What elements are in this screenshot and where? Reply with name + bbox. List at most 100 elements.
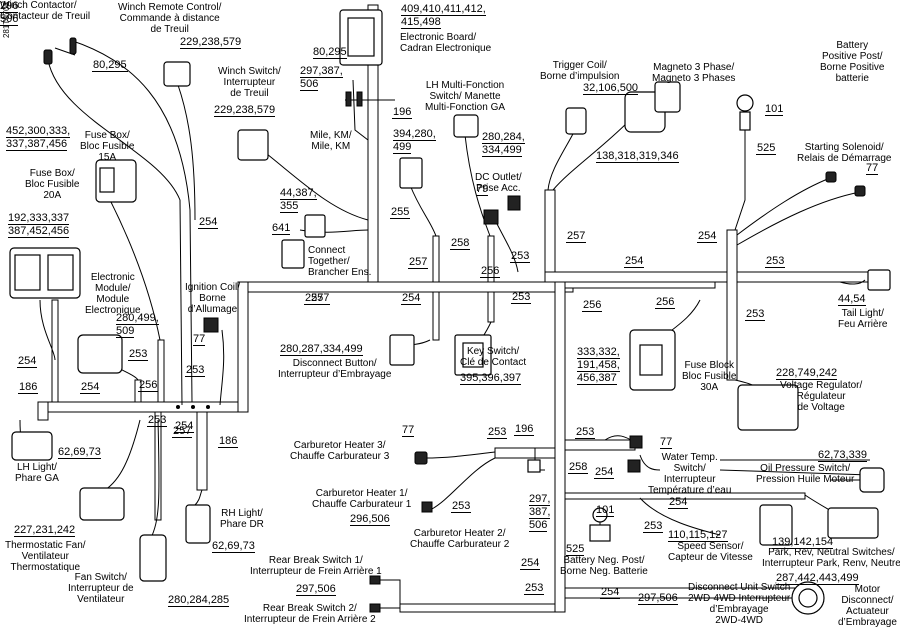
key-switch-part-numbers: 395,396,397: [460, 372, 522, 385]
wire-number: 254: [624, 255, 645, 268]
part-number: 499: [393, 141, 412, 154]
wire-number: 256: [480, 265, 501, 278]
lh-multi-label: LH Multi-Fonction Switch/ Manette Multi-…: [425, 80, 506, 113]
thermostatic-fan-label: Thermostatic Fan/ Ventilateur Thermostat…: [5, 540, 86, 573]
part-number: 228,749,242: [776, 367, 838, 380]
part-number: 138,318,319,346: [596, 150, 679, 163]
part-number: 62,69,73: [212, 540, 255, 553]
part-number: 110,115,127: [668, 529, 728, 542]
part-number: 287,442,443,499: [776, 572, 859, 585]
starting-solenoid-label: Starting Solenoid/ Relais de Démarrage: [797, 142, 892, 164]
rear-break-2-label: Rear Break Switch 2/ Interrupteur de Fre…: [244, 603, 376, 625]
wire-number: 256: [582, 299, 603, 312]
part-number: 297,506: [296, 583, 336, 596]
battery-neg-label: Battery Neg. Post/ Borne Neg. Batterie: [560, 555, 648, 577]
trigger-coil-label: Trigger Coil/ Borne d’impulsion: [540, 60, 620, 82]
voltage-regulator-label: Voltage Regulator/ Régulateur de Voltage: [780, 380, 863, 413]
part-number: 297,387,: [300, 65, 343, 78]
part-number: 80,295: [313, 46, 347, 59]
wire-number: 254: [80, 381, 101, 394]
part-number: 191,458,: [577, 359, 620, 372]
fuse-box-20a-label: Fuse Box/ Bloc Fusible 20A: [25, 168, 80, 201]
part-number: 387,: [529, 506, 551, 519]
part-number: 79: [476, 183, 489, 196]
winch-switch-label: Winch Switch/ Interrupteur de Treuil: [218, 66, 281, 99]
winch-switch-part-numbers: 229,238,579: [214, 104, 276, 117]
wire-number: 254: [697, 230, 718, 243]
wire-number: 257: [172, 425, 193, 438]
key-switch-label: Key Switch/ Clé de Contact: [460, 346, 527, 368]
connect-together-label: Connect Together/ Brancher Ens.: [308, 245, 372, 278]
components: [9, 9, 891, 615]
part-number: 280,284,285: [168, 594, 230, 607]
part-number: 296: [0, 0, 19, 13]
electronic-module-part-numbers: 280,499,509: [116, 312, 159, 338]
part-number: 395,396,397: [460, 372, 522, 385]
wire-number: 253: [524, 582, 545, 595]
disconnect-unit-part-numbers: 297,506: [638, 592, 678, 605]
tail-light-label: Tail Light/ Feu Arrière: [838, 308, 888, 330]
rear-break-1-part-numbers: 297,506: [296, 583, 336, 596]
carb-heater-2-label: Carburetor Heater 2/ Chauffe Carburateur…: [410, 528, 510, 550]
lh-light-part-numbers: 62,69,73: [58, 446, 101, 459]
part-number: 32,106,500: [583, 82, 639, 95]
part-number: 227,231,242: [14, 524, 76, 537]
mile-km-part-numbers: 297,387,506: [300, 65, 343, 91]
fuse-block-30a-part-numbers: 333,332,191,458,456,387: [577, 346, 620, 385]
lh-light-label: LH Light/ Phare GA: [15, 462, 59, 484]
part-number: 101: [765, 103, 784, 116]
wire-number: 254: [520, 557, 541, 570]
junctions: [176, 405, 210, 409]
wire-number: 256: [138, 379, 159, 392]
wire-number: 253: [511, 291, 532, 304]
magneto-label: Magneto 3 Phase/ Magneto 3 Phases: [652, 62, 736, 84]
trigger-coil-part-numbers: 32,106,500: [583, 82, 639, 95]
wire-number: 80,295: [92, 59, 128, 72]
wire-number: 254: [401, 292, 422, 305]
fan-switch-label: Fan Switch/ Interrupteur de Ventilateur: [68, 572, 134, 605]
wire-number: 255: [390, 206, 411, 219]
part-number: 355: [280, 200, 299, 213]
part-number: 506: [0, 13, 19, 26]
wire-number: 253: [643, 520, 664, 533]
wire-number: 258: [450, 237, 471, 250]
part-number: 387,452,456: [8, 225, 70, 238]
battery-neg-part-numbers-1: 101: [596, 504, 615, 517]
winch-contactor-label: Winch Contactor/ Contacteur de Treuil: [0, 0, 91, 22]
part-number: 139,142,154: [772, 536, 834, 549]
part-number: 77: [402, 424, 415, 437]
wire-number: 525: [756, 142, 777, 155]
part-number: 337,387,456: [6, 138, 68, 151]
rh-light-part-numbers: 62,69,73: [212, 540, 255, 553]
fuse-box-15a-part-numbers: 452,300,333,337,387,456: [6, 125, 71, 151]
oil-pressure-label: Oil Pressure Switch/ Pression Huile Mote…: [756, 463, 855, 485]
oil-pressure-part-numbers: 62,73,339: [818, 449, 867, 462]
part-number: 192,333,337: [8, 212, 70, 225]
part-number: 509: [116, 325, 135, 338]
wire-number: 253: [451, 500, 472, 513]
part-number: 44,54: [838, 293, 866, 306]
lh-multi-part-numbers: 394,280,499: [393, 128, 436, 154]
ignition-coil-part-numbers: 77: [193, 333, 206, 346]
wire-number: 253: [185, 364, 206, 377]
part-number: 641: [272, 222, 291, 235]
wire-number: 257: [408, 256, 429, 269]
carb-heater-3-label: Carburetor Heater 3/ Chauffe Carburateur…: [290, 440, 390, 462]
part-number: 229,238,579: [180, 36, 242, 49]
wire-number: 254: [594, 466, 615, 479]
part-number: 62,73,339: [818, 449, 867, 462]
part-number: 229,238,579: [214, 104, 276, 117]
part-number: 394,280,: [393, 128, 436, 141]
starting-solenoid-part-numbers: 77: [866, 162, 879, 175]
part-number: 333,332,: [577, 346, 620, 359]
wire-number: 186: [18, 381, 39, 394]
part-number: 77: [660, 436, 673, 449]
carb-heater-1-label: Carburetor Heater 1/ Chauffe Carburateur…: [312, 488, 412, 510]
park-rev-label: Park, Rev, Neutral Switches/ Interrupteu…: [762, 547, 900, 569]
wire-number: 253: [765, 255, 786, 268]
speed-sensor-part-numbers: 110,115,127: [668, 529, 728, 542]
wire-number: 254: [174, 420, 195, 433]
rear-break-1-label: Rear Break Switch 1/ Interrupteur de Fre…: [250, 555, 382, 577]
part-number: 77: [193, 333, 206, 346]
